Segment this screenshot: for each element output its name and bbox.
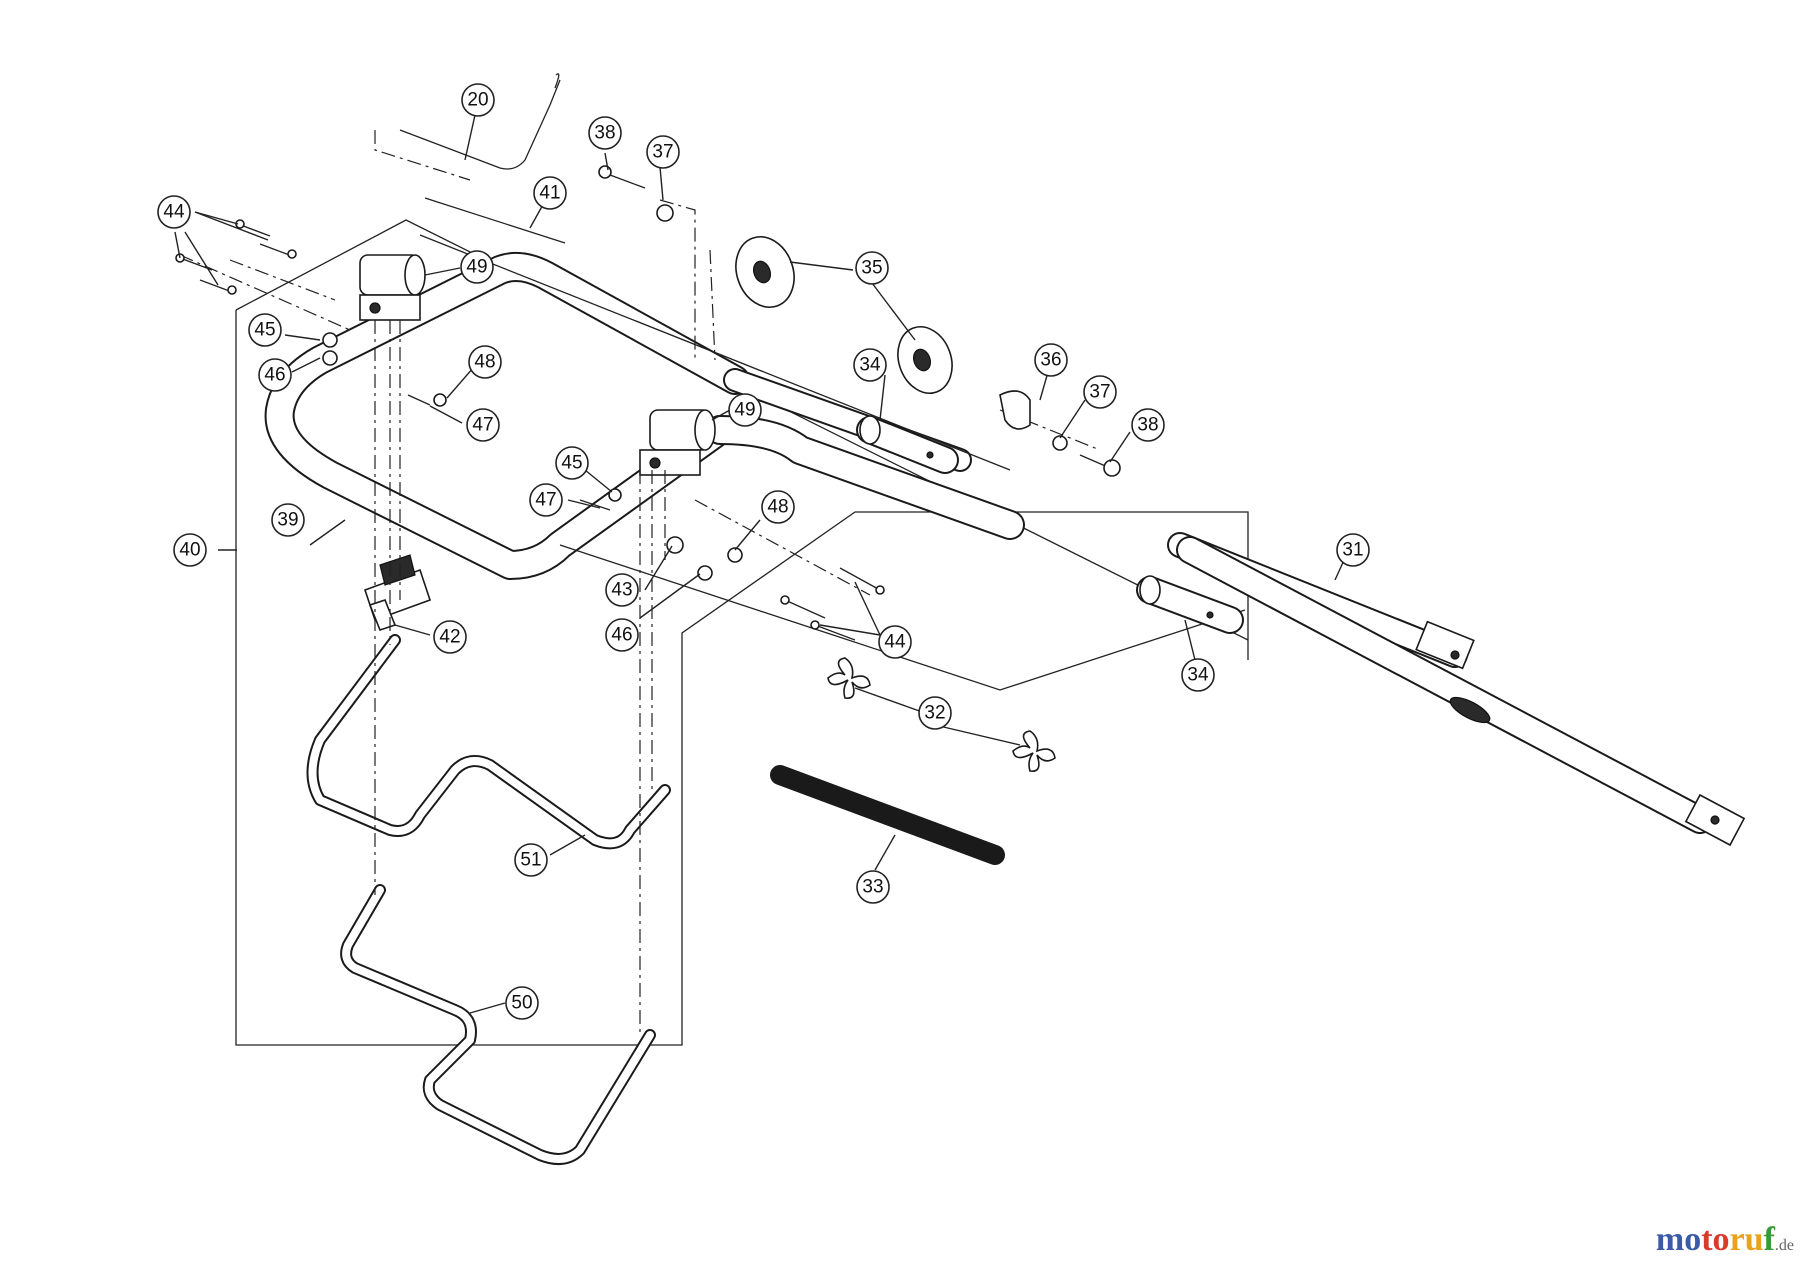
svg-text:45: 45 — [561, 453, 582, 474]
callout-34-lower: 34 — [1181, 658, 1215, 692]
svg-text:38: 38 — [594, 123, 615, 144]
svg-text:33: 33 — [862, 877, 883, 898]
callout-37-lower: 37 — [1083, 375, 1117, 409]
callout-48-lower: 48 — [761, 490, 795, 524]
bracket-49-upper — [359, 254, 426, 321]
handle-loop-39 — [264, 251, 1025, 580]
spacer-34-upper — [856, 415, 959, 474]
control-cable-20 — [399, 73, 561, 170]
callout-43: 43 — [605, 573, 639, 607]
hardware-pins — [322, 165, 1121, 581]
callout-36: 36 — [1034, 343, 1068, 377]
svg-text:46: 46 — [611, 625, 632, 646]
svg-text:32: 32 — [924, 703, 945, 724]
callout-38-lower: 38 — [1131, 408, 1165, 442]
callout-45-lower: 45 — [555, 446, 589, 480]
svg-text:48: 48 — [474, 352, 495, 373]
handle-rail-lower — [559, 544, 1246, 691]
pulley-35-front — [735, 236, 795, 308]
svg-text:49: 49 — [466, 257, 487, 278]
clip-42 — [363, 554, 432, 631]
callout-47-lower: 47 — [529, 483, 563, 517]
callout-32: 32 — [918, 696, 952, 730]
svg-text:46: 46 — [264, 365, 285, 386]
callout-35: 35 — [855, 251, 889, 285]
svg-text:49: 49 — [734, 400, 755, 421]
callout-42: 42 — [433, 620, 467, 654]
svg-text:35: 35 — [861, 258, 882, 279]
callout-48-upper: 48 — [468, 345, 502, 379]
svg-text:36: 36 — [1040, 350, 1061, 371]
callout-37-upper: 37 — [646, 135, 680, 169]
svg-text:45: 45 — [254, 320, 275, 341]
hardware-screws-44-lower — [780, 567, 885, 641]
callout-47-upper: 47 — [466, 408, 500, 442]
svg-text:41: 41 — [539, 183, 560, 204]
svg-text:31: 31 — [1342, 540, 1363, 561]
callout-49-upper: 49 — [460, 250, 494, 284]
svg-text:47: 47 — [535, 490, 556, 511]
callout-44-upper: 44 — [157, 195, 191, 229]
callout-46-upper: 46 — [258, 358, 292, 392]
svg-text:44: 44 — [163, 202, 185, 223]
callout-leaders — [174, 114, 1346, 1014]
callout-39: 39 — [271, 503, 305, 537]
assembly-dash-lines — [179, 130, 1101, 1035]
bail-51 — [306, 634, 671, 850]
svg-text:50: 50 — [511, 993, 532, 1014]
svg-text:38: 38 — [1137, 415, 1158, 436]
callout-41: 41 — [533, 176, 567, 210]
callout-40: 40 — [173, 533, 207, 567]
svg-text:47: 47 — [472, 415, 493, 436]
callout-49-lower: 49 — [728, 393, 762, 427]
lower-handle-31 — [1167, 532, 1746, 847]
handle-grip-33 — [770, 765, 1005, 865]
wing-nut-32-right — [1012, 730, 1056, 772]
svg-text:20: 20 — [467, 90, 488, 111]
callout-50: 50 — [505, 986, 539, 1020]
svg-text:40: 40 — [179, 540, 200, 561]
callout-31: 31 — [1336, 533, 1370, 567]
svg-text:37: 37 — [652, 142, 673, 163]
hardware-screws-44-upper — [175, 219, 297, 295]
pulley-35-rear — [897, 326, 953, 394]
callout-33: 33 — [856, 870, 890, 904]
svg-text:37: 37 — [1089, 382, 1110, 403]
control-cable-41 — [424, 197, 566, 244]
bail-50 — [340, 884, 656, 1165]
callout-51: 51 — [514, 843, 548, 877]
svg-text:34: 34 — [859, 355, 881, 376]
wing-nut-32-left — [827, 657, 871, 699]
svg-text:42: 42 — [439, 627, 460, 648]
callout-20: 20 — [461, 83, 495, 117]
svg-text:48: 48 — [767, 497, 788, 518]
svg-text:39: 39 — [277, 510, 298, 531]
svg-text:51: 51 — [520, 850, 541, 871]
callout-34-upper: 34 — [853, 348, 887, 382]
callout-46-lower: 46 — [605, 618, 639, 652]
bracket-49-lower — [639, 409, 716, 476]
svg-text:34: 34 — [1187, 665, 1209, 686]
svg-text:44: 44 — [884, 632, 906, 653]
svg-text:43: 43 — [611, 580, 632, 601]
spacer-34-lower — [1136, 575, 1244, 634]
motoruf-logo-watermark: motoruf.de — [1655, 1221, 1794, 1258]
assembly-40-frame — [235, 310, 1249, 1046]
callout-44-lower: 44 — [878, 625, 912, 659]
callout-45-upper: 45 — [248, 313, 282, 347]
callout-38-upper: 38 — [588, 116, 622, 150]
